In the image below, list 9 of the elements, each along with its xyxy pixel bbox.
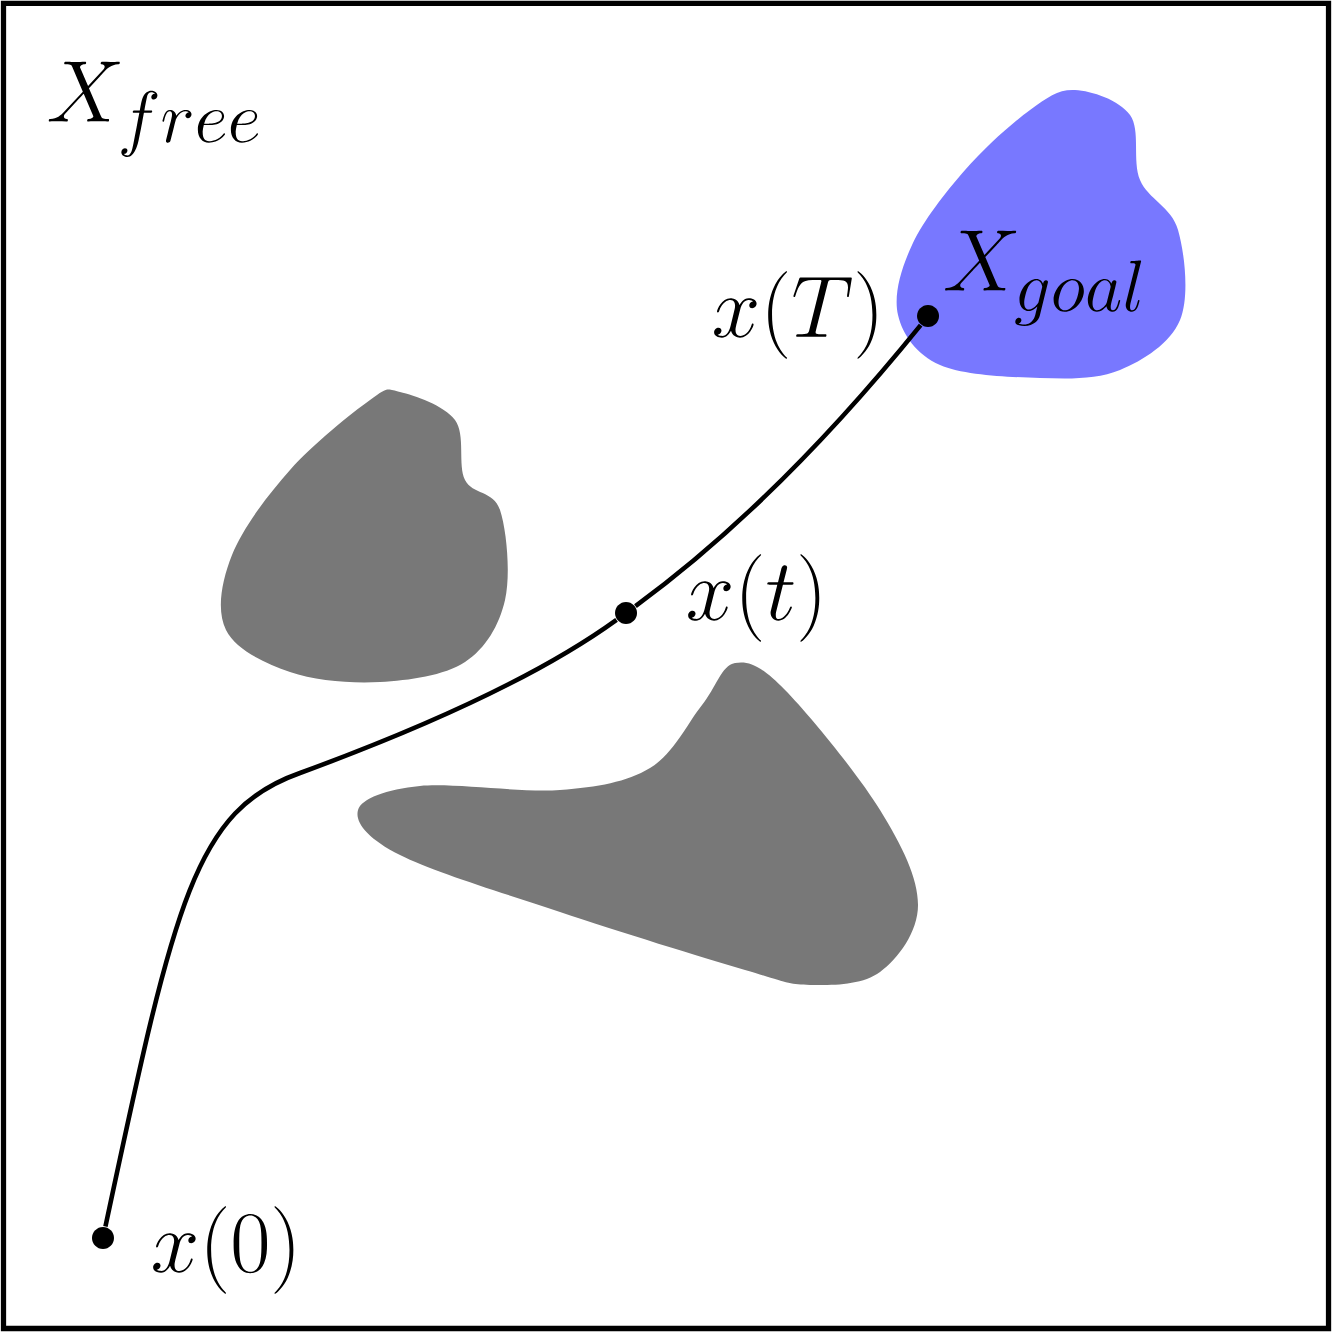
path-point (92, 1227, 114, 1249)
point-label: $x(T)$ (714, 271, 877, 359)
goal-region: $X_{goal}$ (896, 89, 1186, 379)
path-point (917, 305, 939, 327)
trajectory-line (634, 323, 923, 608)
point-label: $x(t)$ (688, 554, 820, 642)
trajectory-line (103, 617, 618, 1228)
path-point (615, 602, 637, 624)
point-label: $x(0)$ (153, 1206, 294, 1294)
